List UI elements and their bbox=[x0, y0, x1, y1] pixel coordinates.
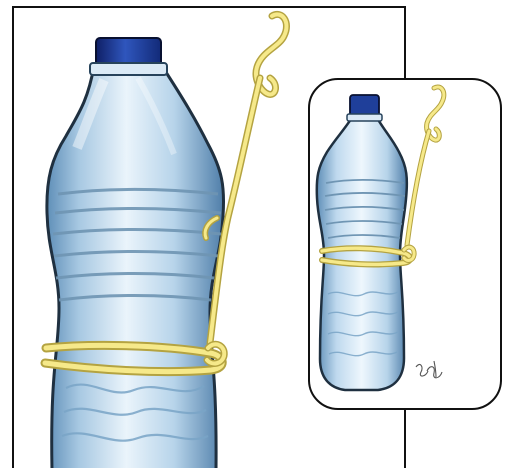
bottle-neck-ring bbox=[90, 63, 167, 75]
artist-signature-icon bbox=[416, 361, 442, 378]
bottle-body-main bbox=[47, 66, 224, 468]
inset-bottle-svg bbox=[310, 80, 502, 410]
bottle-cap-main bbox=[96, 38, 161, 66]
inset-bottle-panel bbox=[308, 78, 502, 410]
